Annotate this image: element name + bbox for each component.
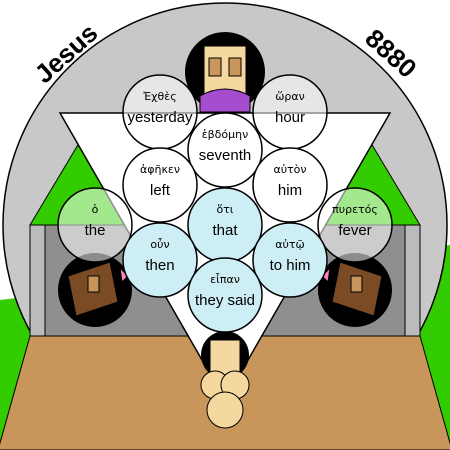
greek-word: πυρετός (332, 203, 378, 216)
english-word: then (145, 257, 174, 274)
greek-word: ἑβδόμην (202, 128, 249, 141)
english-word: they said (195, 292, 255, 309)
english-word: the (85, 222, 106, 239)
word-circles: Ἐχθὲςyesterdayὥρανhourἑβδόμηνseventhἀφῆκ… (57, 74, 393, 333)
english-word: hour (275, 109, 305, 126)
word-circle-shape (122, 222, 198, 298)
word-circle-shape (57, 187, 133, 263)
word-circle-shape (252, 147, 328, 223)
word-circle: ὁ the (57, 187, 133, 263)
english-word: seventh (199, 147, 252, 164)
face-bottom (200, 331, 250, 429)
word-circle: πυρετός fever (317, 187, 393, 263)
face-right (318, 253, 392, 327)
word-circle: ὥραν hour (252, 74, 328, 150)
greek-word: αὐτὸν (273, 163, 306, 176)
english-word: fever (338, 222, 371, 239)
word-circle: αὐτὸν him (252, 147, 328, 223)
right-wall-edge (404, 224, 421, 337)
greek-word: Ἐχθὲς (143, 90, 176, 103)
greek-word: οὖν (150, 238, 169, 251)
word-circle: αὐτῷ to him (252, 222, 328, 298)
word-circle: οὖν then (122, 222, 198, 298)
word-circle-shape (122, 147, 198, 223)
word-circle-shape (317, 187, 393, 263)
english-word: to him (270, 257, 311, 274)
word-circle-shape (187, 257, 263, 333)
english-word: him (278, 182, 302, 199)
word-circle: εἶπαν they said (187, 257, 263, 333)
english-word: that (212, 222, 238, 239)
face-top (185, 32, 265, 113)
word-circle-shape (187, 112, 263, 188)
english-word: yesterday (127, 109, 193, 126)
greek-word: ὥραν (275, 90, 305, 103)
face-left (58, 253, 132, 327)
word-circle-shape (252, 222, 328, 298)
greek-word: αὐτῷ (275, 238, 304, 251)
word-circle: ὅτι that (187, 187, 263, 263)
greek-word: ὅτι (216, 203, 233, 216)
greek-word: ὁ (92, 203, 99, 216)
word-circle: ἑβδόμην seventh (187, 112, 263, 188)
word-circle: Ἐχθὲς yesterday (122, 74, 198, 150)
greek-word: εἶπαν (210, 273, 240, 286)
word-circle: ἀφῆκεν left (122, 147, 198, 223)
greek-word: ἀφῆκεν (140, 163, 180, 176)
english-word: left (150, 182, 171, 199)
left-wall-edge (29, 224, 46, 337)
